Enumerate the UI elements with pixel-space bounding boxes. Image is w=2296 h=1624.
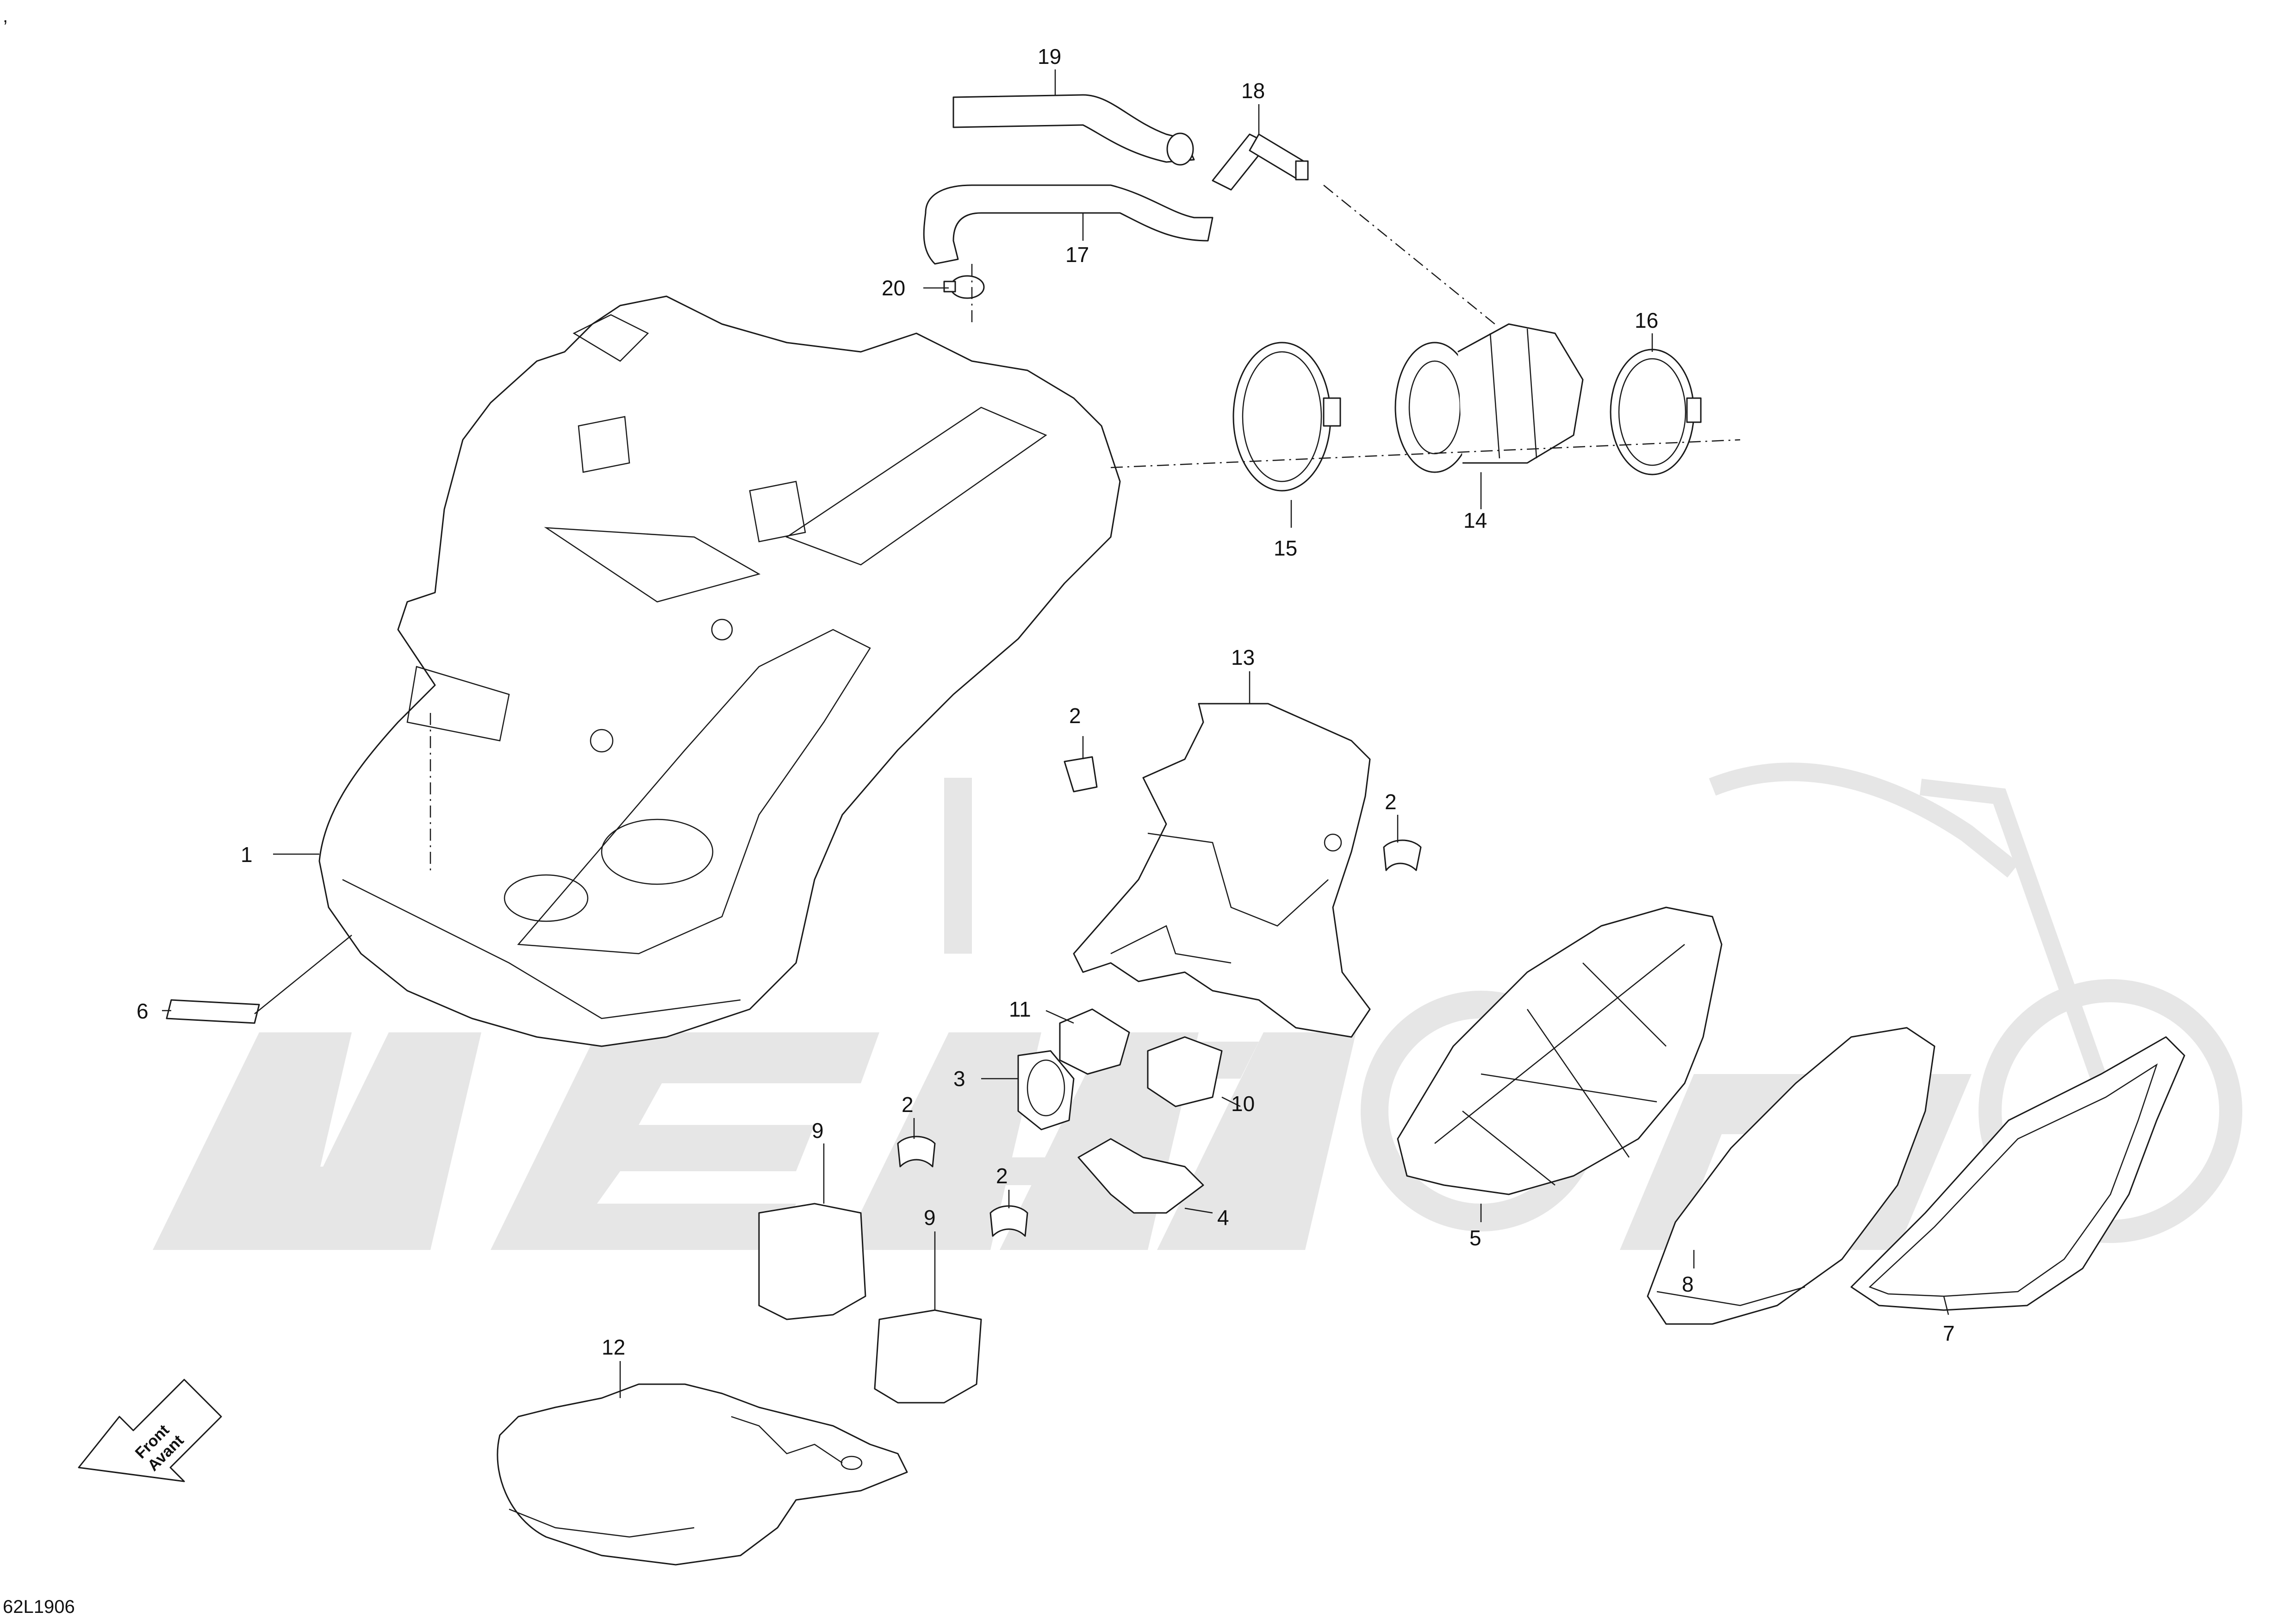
callout-19: 19 xyxy=(1038,44,1061,69)
callout-17: 17 xyxy=(1065,243,1089,267)
callout-15: 15 xyxy=(1274,536,1297,560)
callout-5: 5 xyxy=(1469,1226,1481,1250)
callout-20: 20 xyxy=(882,276,905,300)
callout-16: 16 xyxy=(1635,308,1658,332)
part-7-gasket xyxy=(1850,1036,2185,1311)
leader-lines xyxy=(162,69,1949,1398)
part-4-retainer xyxy=(1077,1138,1204,1214)
callout-7: 7 xyxy=(1943,1321,1955,1345)
callout-18: 18 xyxy=(1241,79,1265,103)
callout-1: 1 xyxy=(241,843,253,867)
part-17-hose xyxy=(923,184,1213,265)
callout-6: 6 xyxy=(137,999,149,1023)
part-16-clamp xyxy=(1610,349,1702,475)
callout-3: 3 xyxy=(953,1067,965,1091)
part-13-cover xyxy=(1073,703,1371,1038)
callout-2-lower: 2 xyxy=(996,1164,1008,1188)
callout-12: 12 xyxy=(602,1335,625,1359)
part-8-filter-element xyxy=(1647,1027,1935,1325)
callout-2-right: 2 xyxy=(1385,790,1397,814)
callout-10: 10 xyxy=(1231,1092,1255,1116)
part-18-fitting xyxy=(1212,133,1309,191)
callout-9-left: 9 xyxy=(812,1118,824,1143)
front-direction-arrow: Front Avant xyxy=(78,1379,222,1482)
callout-8: 8 xyxy=(1682,1272,1694,1296)
callout-11: 11 xyxy=(1009,997,1031,1021)
part-15-clamp xyxy=(1232,342,1341,492)
part-10-block xyxy=(1147,1036,1223,1107)
callout-9-right: 9 xyxy=(924,1206,936,1230)
part-9-brackets xyxy=(758,1203,982,1404)
part-14-intake-adaptor xyxy=(1394,323,1584,473)
assembly-line-18-14 xyxy=(1323,185,1495,325)
callout-13: 13 xyxy=(1231,645,1255,669)
part-11-block xyxy=(1059,1008,1130,1075)
callout-4: 4 xyxy=(1217,1206,1229,1230)
diagram-code: 62L1906 xyxy=(3,1597,75,1617)
part-3-strap xyxy=(1017,1050,1075,1131)
callout-2-top: 2 xyxy=(1069,704,1081,728)
callout-14: 14 xyxy=(1463,508,1487,532)
part-6-label xyxy=(166,999,260,1024)
part-19-hose xyxy=(952,94,1195,166)
part-20-clamp xyxy=(943,275,985,299)
part-1-air-box xyxy=(318,295,1121,1047)
corner-mark: , xyxy=(3,6,8,26)
part-2-grommets xyxy=(897,756,1422,1237)
part-5-filter-frame xyxy=(1397,906,1723,1195)
callout-2-middle: 2 xyxy=(902,1093,914,1117)
part-12-lower-cover xyxy=(497,1383,908,1566)
